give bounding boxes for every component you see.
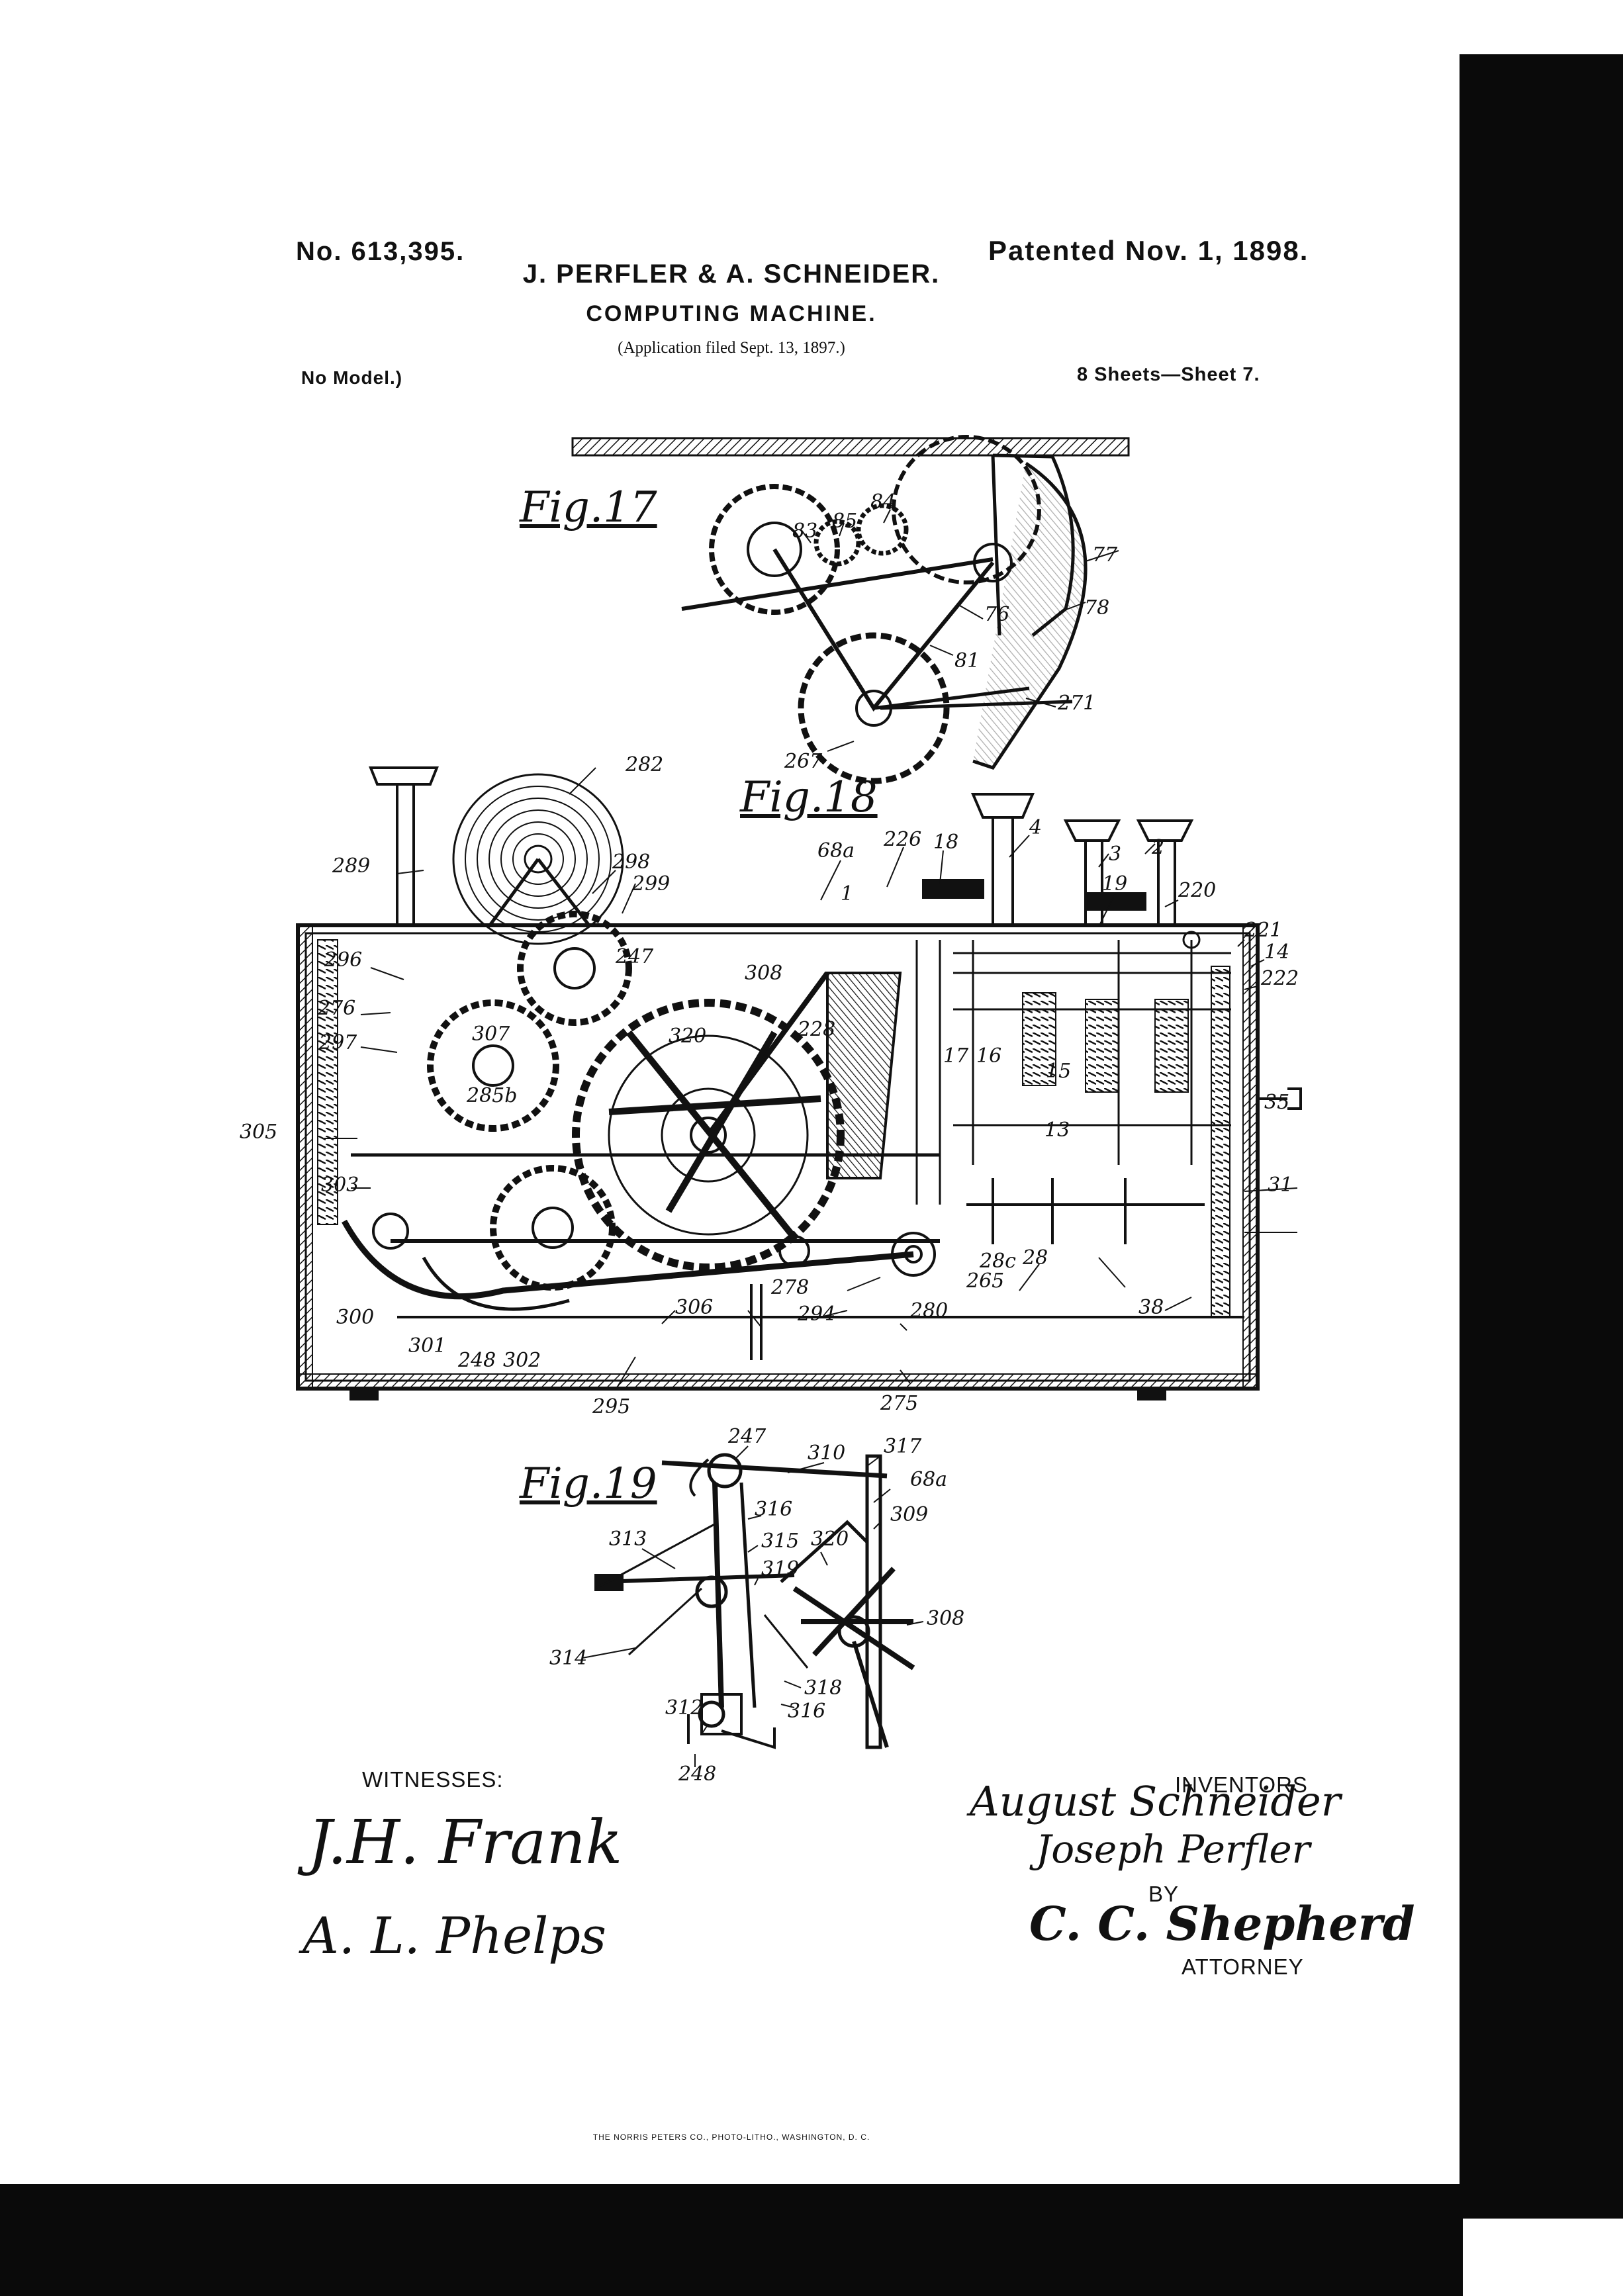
patent-title: COMPUTING MACHINE. (586, 301, 877, 326)
fig18-ref-4: 4 (1029, 816, 1042, 839)
fig18-ref-17: 17 (943, 1044, 969, 1068)
printer-credit: THE NORRIS PETERS CO., PHOTO-LITHO., WAS… (592, 2133, 870, 2142)
fig18-ref-1: 1 (841, 882, 853, 905)
fig18-ref-221: 221 (1244, 919, 1282, 942)
fig19-ref-317: 317 (884, 1435, 922, 1458)
fig18-ref-297: 297 (318, 1031, 357, 1054)
fig19-ref-313: 313 (609, 1528, 647, 1551)
patent-date: Patented Nov. 1, 1898. (988, 235, 1309, 266)
fig18-ref-278: 278 (770, 1276, 809, 1299)
fig18-ref-18: 18 (933, 831, 958, 854)
fig19-ref-314: 314 (549, 1647, 587, 1670)
fig18-ref-300: 300 (336, 1306, 374, 1329)
fig18-ref-289: 289 (332, 854, 370, 878)
fig18-ref-2: 2 (1151, 836, 1164, 859)
fig18-ref-296: 296 (324, 948, 362, 972)
fig17-ref-271: 271 (1057, 692, 1095, 715)
fig17-ref-77: 77 (1092, 543, 1118, 567)
model-note: No Model.) (301, 367, 403, 388)
fig18-ref-276: 276 (317, 997, 355, 1020)
inventor-signature-2: Joseph Perfler (1036, 1827, 1311, 1872)
inventors-heading: J. PERFLER & A. SCHNEIDER. (522, 259, 941, 289)
by-label: BY (1148, 1882, 1180, 1906)
fig18-ref-280: 280 (909, 1299, 948, 1322)
attorney-signature: C. C. Shepherd (1029, 1896, 1415, 1951)
fig18-ref-295: 295 (592, 1395, 630, 1418)
fig18-ref-248: 248 (457, 1349, 496, 1372)
fig17-ref-81: 81 (954, 649, 980, 672)
fig18-ref-303: 303 (321, 1173, 359, 1197)
fig18-ref-220: 220 (1178, 879, 1216, 902)
fig18-ref-14: 14 (1264, 941, 1289, 964)
fig19-ref-312: 312 (665, 1696, 703, 1720)
fig18-ref-305: 305 (240, 1121, 277, 1144)
fig19-ref-320: 320 (811, 1528, 849, 1551)
fig19-drawing: 247 310 317 68a 316 309 313 315 320 319 … (549, 1425, 964, 1786)
fig18-ref-302: 302 (503, 1349, 541, 1372)
scan-border-bottom (0, 2184, 1463, 2296)
fig18-ref-222: 222 (1260, 967, 1299, 990)
fig17-drawing: 83 85 84 77 78 76 81 271 267 (571, 435, 1130, 784)
fig18-ref-15: 15 (1046, 1060, 1071, 1083)
fig19-ref-310: 310 (808, 1442, 845, 1465)
scan-border-right (1460, 54, 1623, 2219)
fig18-ref-285b: 285b (466, 1084, 517, 1107)
fig18-ref-294: 294 (797, 1303, 835, 1326)
fig19-ref-247: 247 (727, 1425, 766, 1448)
witness-signature-2: A. L. Phelps (302, 1906, 607, 1965)
fig18-ref-320: 320 (669, 1025, 706, 1048)
fig17-ref-84: 84 (870, 490, 896, 514)
inventor-signature-1: August Schneider (970, 1777, 1341, 1825)
fig18-ref-282: 282 (625, 753, 663, 776)
fig19-ref-316: 316 (755, 1498, 792, 1521)
fig18-ref-247: 247 (615, 945, 654, 968)
fig19-ref-318: 318 (804, 1676, 842, 1700)
fig17-label: Fig.17 (520, 483, 657, 532)
fig18-ref-306: 306 (675, 1296, 713, 1319)
fig18-ref-308: 308 (745, 962, 782, 985)
witness-signature-1: J.H. Frank (308, 1807, 623, 1878)
fig18-ref-16: 16 (976, 1044, 1001, 1068)
fig19-ref-309: 309 (890, 1503, 928, 1526)
fig19-ref-319: 319 (761, 1557, 799, 1581)
fig19-ref-315: 315 (761, 1530, 799, 1553)
patent-number: No. 613,395. (296, 237, 465, 266)
fig17-ref-83: 83 (792, 520, 817, 543)
fig18-ref-28c: 28c (979, 1250, 1016, 1273)
attorney-label: ATTORNEY (1182, 1954, 1304, 1979)
fig17-ref-267: 267 (784, 750, 823, 773)
fig17-ref-78: 78 (1084, 596, 1109, 620)
fig18-ref-275: 275 (880, 1392, 918, 1415)
fig18-ref-299: 299 (631, 872, 670, 895)
fig18-ref-301: 301 (408, 1334, 446, 1357)
fig19-ref-68a: 68a (910, 1468, 947, 1491)
witnesses-label: WITNESSES: (362, 1767, 504, 1792)
fig18-ref-38: 38 (1138, 1296, 1164, 1319)
fig18-ref-28: 28 (1022, 1246, 1048, 1269)
inventors-label: INVENTORS (1175, 1772, 1308, 1797)
fig18-ref-265: 265 (966, 1269, 1004, 1293)
fig18-label: Fig.18 (740, 773, 878, 822)
fig19-ref-308: 308 (927, 1607, 964, 1630)
fig19-ref-316b: 316 (788, 1700, 825, 1723)
fig18-ref-31: 31 (1268, 1173, 1293, 1197)
fig17-ref-76: 76 (984, 603, 1009, 626)
fig18-ref-19: 19 (1102, 872, 1127, 895)
fig18-drawing: 282 289 298 299 68a 226 18 4 3 2 19 220 … (240, 753, 1302, 1418)
fig18-ref-298: 298 (612, 850, 650, 874)
fig17-ref-85: 85 (832, 510, 857, 533)
fig18-ref-3: 3 (1109, 843, 1121, 866)
fig18-ref-307: 307 (472, 1023, 510, 1046)
fig19-label: Fig.19 (520, 1459, 657, 1508)
fig18-ref-68a: 68a (817, 839, 855, 862)
fig18-ref-228: 228 (797, 1018, 835, 1041)
sheet-number: 8 Sheets—Sheet 7. (1077, 364, 1260, 385)
fig19-ref-248: 248 (678, 1763, 716, 1786)
fig18-ref-35: 35 (1264, 1091, 1289, 1114)
fig18-ref-13: 13 (1044, 1119, 1070, 1142)
patent-drawing: 83 85 84 77 78 76 81 271 267 (240, 435, 1302, 1786)
fig18-ref-226: 226 (883, 828, 921, 851)
application-date: (Application filed Sept. 13, 1897.) (618, 339, 845, 357)
